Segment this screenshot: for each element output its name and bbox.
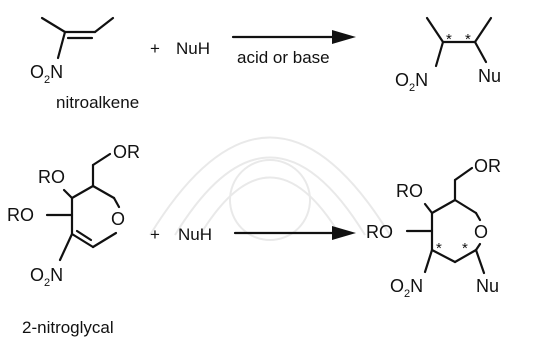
bond-ch2-o bbox=[91, 152, 112, 167]
stereocenter-mark: * bbox=[436, 240, 442, 257]
reagent-nuh-1: NuH bbox=[176, 39, 210, 58]
bond-methyl-p1-left bbox=[425, 16, 445, 44]
bond-c-n bbox=[56, 30, 67, 60]
nitro-group: O2N bbox=[30, 62, 63, 86]
bond-ring bbox=[474, 242, 482, 252]
or-group: OR bbox=[113, 142, 140, 162]
nucleophile-label-p2: Nu bbox=[476, 276, 499, 296]
nitroalkene-structure: O2N bbox=[30, 16, 115, 86]
nitro-group-glycal: O2N bbox=[30, 265, 63, 289]
reaction-condition: acid or base bbox=[237, 48, 330, 67]
product-2-structure: * * RO RO OR O O2N Nu bbox=[366, 156, 501, 300]
scheme-1: O2N nitroalkene + NuH acid or base * * O… bbox=[30, 16, 501, 112]
bond-c-nu-p1 bbox=[473, 40, 488, 64]
ro-group: RO bbox=[7, 205, 34, 225]
plus-sign-2: + bbox=[150, 225, 160, 244]
nitroglycal-structure: RO RO OR O O2N bbox=[7, 142, 140, 289]
nitroglycal-label: 2-nitroglycal bbox=[22, 318, 114, 337]
bond-ch2-o bbox=[453, 166, 474, 182]
bond-c4-o bbox=[62, 188, 74, 200]
product-1-structure: * * O2N Nu bbox=[395, 16, 501, 94]
bond-ring-double-second bbox=[75, 229, 93, 242]
nucleophile-label-p1: Nu bbox=[478, 66, 501, 86]
ro-group: RO bbox=[396, 181, 423, 201]
bond-ring bbox=[112, 196, 121, 209]
reaction-arrow-2-head bbox=[332, 226, 356, 240]
bond-ring bbox=[430, 198, 457, 215]
stereocenter-mark: * bbox=[465, 31, 471, 48]
ring-oxygen: O bbox=[111, 209, 125, 229]
ro-group: RO bbox=[366, 222, 393, 242]
bond-ring bbox=[453, 248, 478, 264]
bond-ring bbox=[70, 184, 95, 200]
nitroalkene-label: nitroalkene bbox=[56, 93, 139, 112]
bond-methyl-right bbox=[93, 16, 115, 34]
bond-methyl-p1-right bbox=[473, 16, 493, 44]
bond-c-n bbox=[423, 248, 434, 274]
nitro-group-p1: O2N bbox=[395, 70, 428, 94]
watermark bbox=[149, 136, 391, 241]
bond-c-nu bbox=[474, 248, 486, 275]
reaction-arrow-1-head bbox=[332, 30, 356, 44]
stereocenter-mark: * bbox=[462, 240, 468, 257]
scheme-2: RO RO OR O O2N 2-nitroglycal + NuH bbox=[7, 142, 501, 337]
plus-sign-1: + bbox=[150, 39, 160, 58]
bond-c-n bbox=[58, 232, 74, 262]
ro-group: RO bbox=[38, 167, 65, 187]
bond-ring bbox=[453, 198, 478, 215]
bond-ring bbox=[91, 231, 118, 249]
ring-oxygen: O bbox=[474, 222, 488, 242]
bond-methyl-left bbox=[40, 16, 67, 34]
reagent-nuh-2: NuH bbox=[178, 225, 212, 244]
bond-c4-o bbox=[423, 202, 434, 215]
bond-ring bbox=[474, 211, 482, 222]
or-group: OR bbox=[474, 156, 501, 176]
stereocenter-mark: * bbox=[446, 31, 452, 48]
bond-ring-double bbox=[70, 232, 95, 249]
bond-c-n-p1 bbox=[434, 40, 445, 68]
bond-ring bbox=[430, 248, 457, 264]
nitro-group-p2: O2N bbox=[390, 276, 423, 300]
bond-ring bbox=[91, 184, 116, 200]
